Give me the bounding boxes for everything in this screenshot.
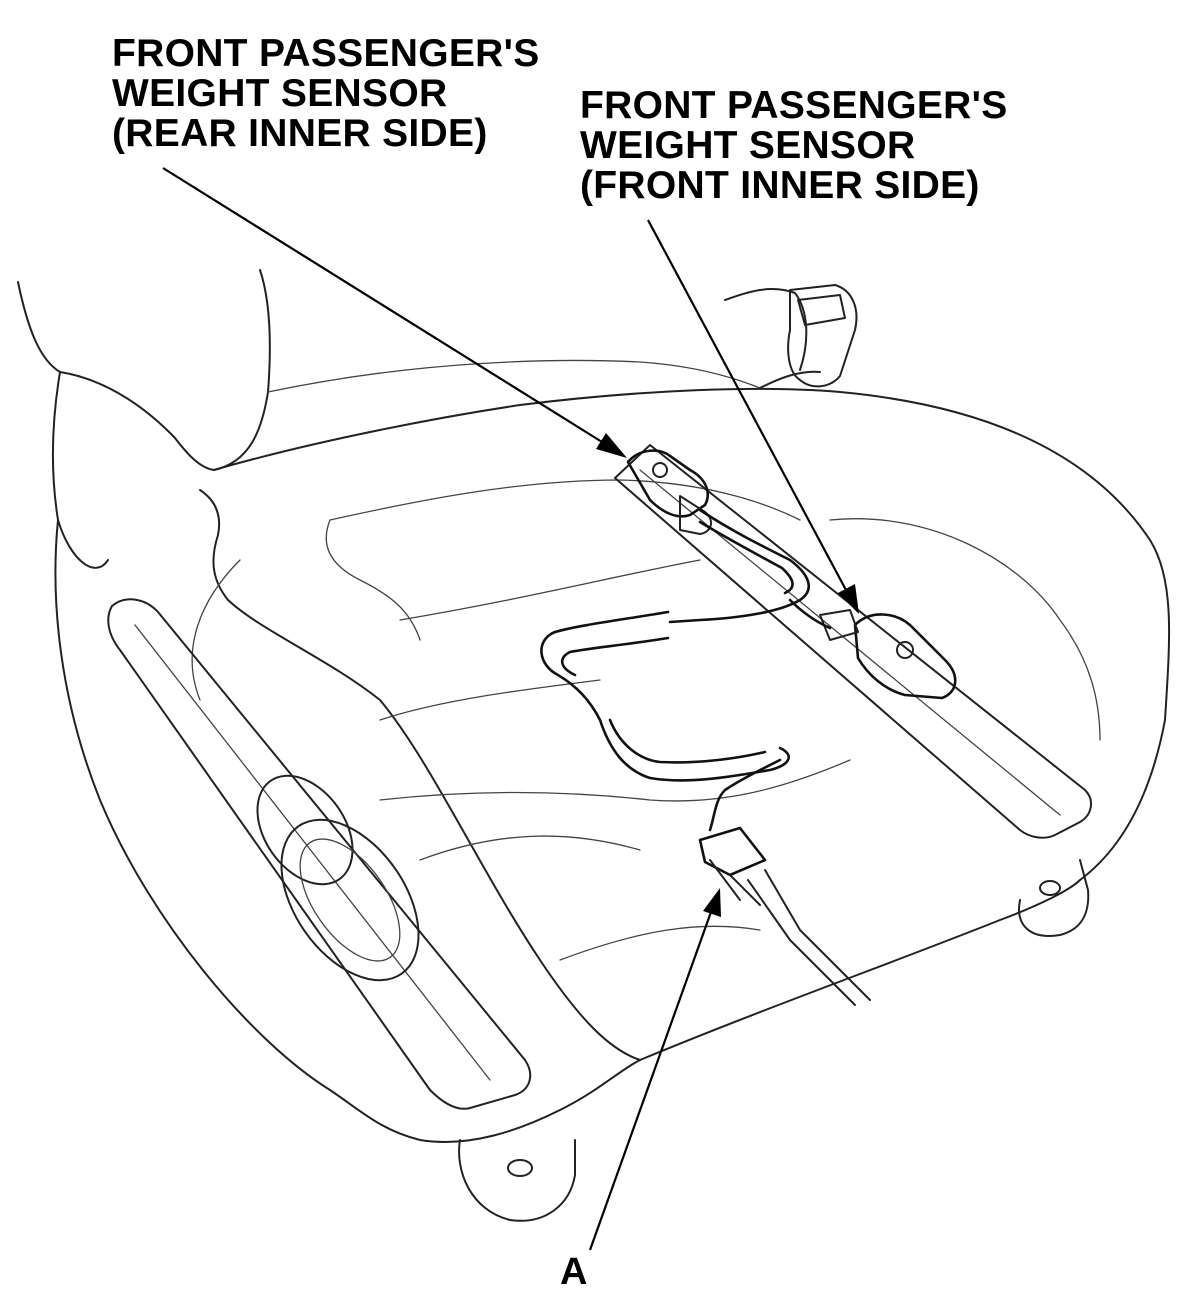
label-rear-line-1: FRONT PASSENGER'S [112, 32, 540, 75]
leader-line-connector-a [588, 888, 721, 1251]
leader-line-front-sensor [647, 219, 859, 614]
label-connector-a: A [560, 1251, 588, 1293]
seat-inner-rail [614, 444, 1092, 839]
label-rear-inner-weight-sensor: FRONT PASSENGER'S WEIGHT SENSOR (REAR IN… [112, 34, 540, 154]
seat-cushion-outline [191, 387, 1171, 1061]
label-front-line-2: WEIGHT SENSOR [580, 124, 916, 167]
label-front-line-3: (FRONT INNER SIDE) [580, 164, 980, 207]
front-weight-sensor [819, 609, 957, 700]
leader-line-rear-sensor [162, 167, 627, 458]
label-rear-line-2: WEIGHT SENSOR [112, 72, 448, 115]
seat-back-outline [17, 269, 821, 569]
seat-belt-buckle [787, 284, 858, 388]
label-front-inner-weight-sensor: FRONT PASSENGER'S WEIGHT SENSOR (FRONT I… [580, 86, 1008, 206]
label-rear-line-3: (REAR INNER SIDE) [112, 112, 488, 155]
seat-mount-feet [458, 859, 1090, 1222]
rear-weight-sensor [626, 449, 712, 535]
label-front-line-1: FRONT PASSENGER'S [580, 84, 1008, 127]
seat-side-cover [54, 519, 641, 1143]
sensor-wire-harness [540, 508, 871, 1006]
